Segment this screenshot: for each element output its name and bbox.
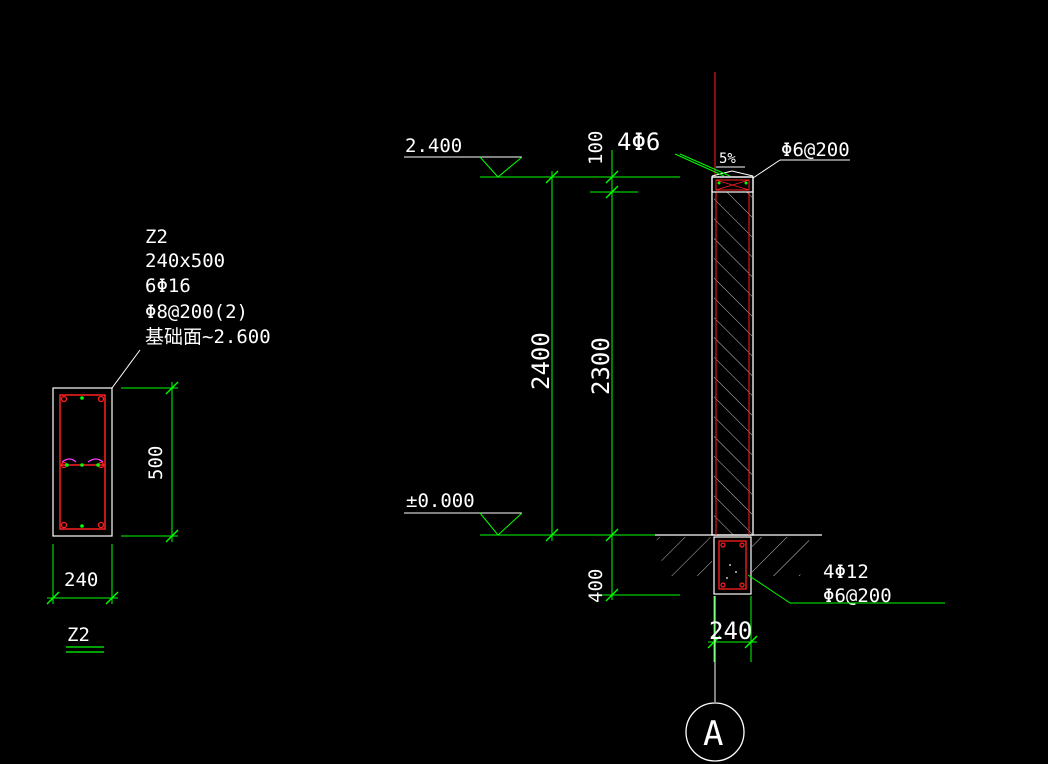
section-tie-hooks — [61, 458, 104, 463]
section-dim-width-text: 240 — [64, 569, 98, 591]
axis-bubble[interactable] — [685, 702, 745, 762]
section-label-main-bars: 6Φ16 — [145, 275, 191, 297]
level-marker-bottom: ±0.000 — [404, 490, 545, 536]
section-label-extent: 基础面~2.600 — [145, 326, 271, 348]
footing-leader — [747, 574, 791, 604]
dim-chain: 100 2300 400 — [585, 131, 619, 603]
section-label-size: 240x500 — [145, 250, 225, 272]
level-top-text: 2.400 — [405, 135, 462, 157]
section-dim-width: 240 — [46, 544, 119, 605]
cap-beam — [711, 170, 754, 193]
dim-wall-width-text: 240 — [709, 617, 752, 645]
cap-bars-leader — [674, 153, 725, 177]
footing-beam — [713, 536, 752, 595]
section-label-name: Z2 — [145, 226, 168, 248]
column-section-z2: Z2 240x500 6Φ16 Φ8@200(2) 基础面~2.600 — [46, 226, 271, 653]
section-label-stirrups: Φ8@200(2) — [145, 301, 248, 323]
level-marker-top: 2.400 — [404, 135, 545, 178]
section-dim-height-text: 500 — [145, 446, 167, 480]
cap-bars-text: 4Φ6 — [617, 128, 660, 156]
axis-label-text: A — [703, 714, 723, 754]
rebar-marker — [65, 463, 69, 467]
section-stirrup — [59, 394, 106, 530]
rebar-marker — [80, 524, 84, 528]
section-rebars — [60, 395, 105, 529]
dim-cap-text: 100 — [585, 131, 607, 165]
footing-bars-text: 4Φ12 — [823, 561, 869, 583]
wall-body-hatch — [714, 192, 752, 535]
wall-elevation: 2.400 ±0.000 2400 — [404, 72, 945, 762]
section-outline[interactable] — [52, 387, 113, 537]
rebar-dot — [60, 395, 68, 403]
dim-total-height: 2400 — [527, 170, 559, 542]
level-bottom-text: ±0.000 — [406, 490, 475, 512]
cap-stirrup-leader — [752, 159, 781, 179]
dim-clear-text: 2300 — [587, 337, 615, 395]
soil-hatch-right — [752, 537, 810, 576]
cap-slope-text: 5% — [719, 151, 736, 167]
cap-bars-leader-2 — [679, 153, 731, 177]
rebar-dot — [97, 395, 105, 403]
soil-hatch-left — [656, 537, 712, 576]
rebar-marker — [96, 463, 100, 467]
dim-total-text: 2400 — [527, 332, 555, 390]
footing-stirrup-text: Φ6@200 — [823, 585, 892, 607]
rebar-dot — [60, 521, 68, 529]
section-dim-height: 500 — [121, 381, 179, 543]
section-caption: Z2 — [67, 624, 90, 646]
dim-footing-text: 400 — [585, 569, 607, 603]
dim-wall-width: 240 — [707, 596, 758, 662]
rebar-marker — [80, 463, 84, 467]
section-leader-line — [111, 349, 141, 389]
rebar-dot — [97, 521, 105, 529]
cap-stirrup-text: Φ6@200 — [781, 139, 850, 161]
rebar-marker — [80, 396, 84, 400]
